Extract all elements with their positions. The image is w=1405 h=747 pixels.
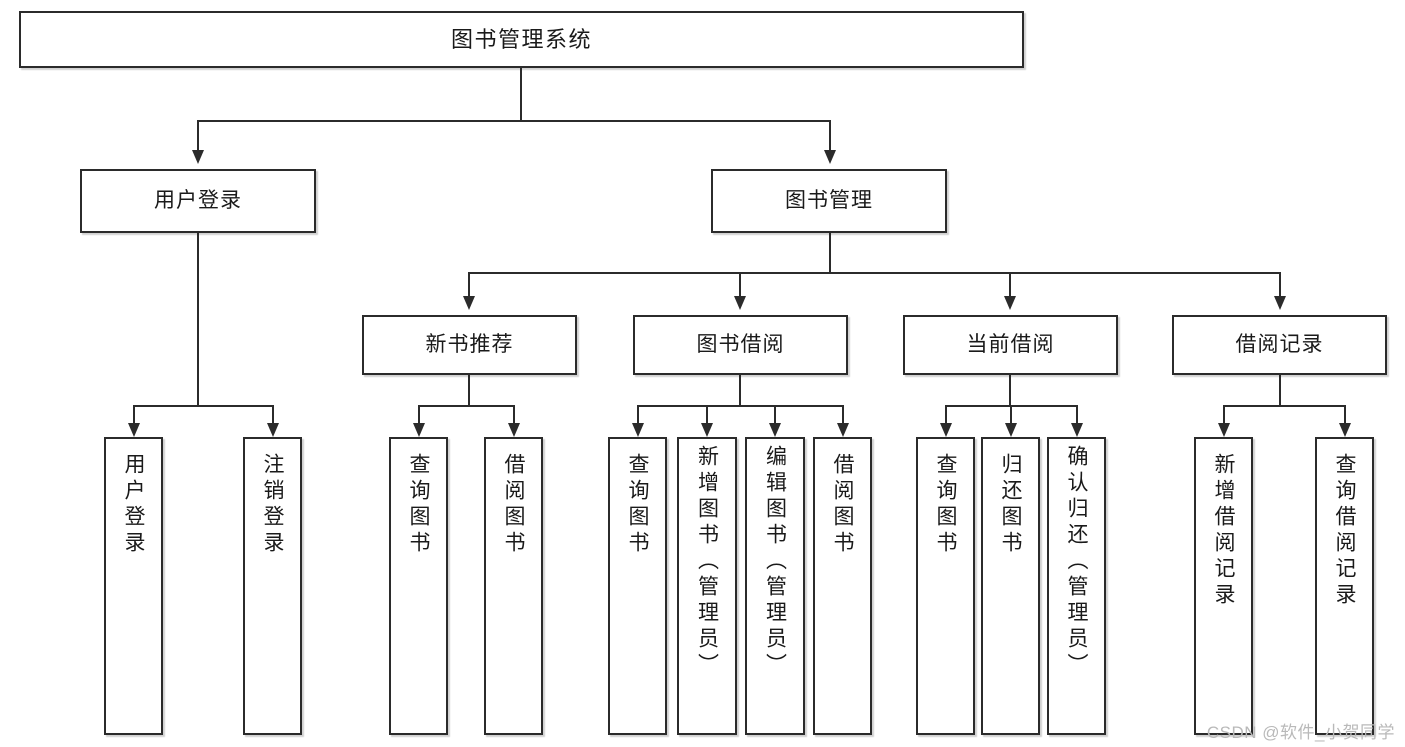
- connector-borrow-stem: [739, 375, 741, 405]
- connector-to-user-login: [197, 120, 199, 150]
- connector-newbook-stem: [468, 375, 470, 405]
- arrowhead-bookmgmt-child-4: [1274, 296, 1286, 310]
- arrowhead-record-child-2: [1339, 423, 1351, 437]
- connector-current-child-2: [1010, 405, 1012, 423]
- arrowhead-newbook-child-1: [413, 423, 425, 437]
- arrowhead-bookmgmt-child-2: [734, 296, 746, 310]
- node-label: 查询图书: [934, 453, 957, 557]
- connector-borrow-bus: [637, 405, 843, 407]
- arrowhead-record-child-1: [1218, 423, 1230, 437]
- arrowhead-userlogin-child-1: [128, 423, 140, 437]
- connector-userlogin-bus: [133, 405, 272, 407]
- node-label: 新增借阅记录: [1212, 453, 1235, 609]
- connector-borrow-child-4: [842, 405, 844, 423]
- arrowhead-borrow-child-1: [632, 423, 644, 437]
- connector-bookmgmt-child-3: [1009, 272, 1011, 296]
- leaf-borrow-edit-book-admin[interactable]: 编辑图书（管理员）: [745, 437, 805, 735]
- node-label: 借阅图书: [502, 453, 525, 557]
- connector-userlogin-stem: [197, 233, 199, 405]
- connector-record-bus: [1223, 405, 1344, 407]
- connector-bookmgmt-child-4: [1279, 272, 1281, 296]
- node-label: 新增图书（管理员）: [695, 445, 719, 679]
- leaf-borrow-add-book-admin[interactable]: 新增图书（管理员）: [677, 437, 737, 735]
- arrowhead-current-child-1: [940, 423, 952, 437]
- connector-root-bus: [197, 120, 831, 122]
- connector-userlogin-child-1: [133, 405, 135, 423]
- connector-bookmgmt-stem: [829, 233, 831, 272]
- node-book-management[interactable]: 图书管理: [711, 169, 947, 233]
- arrowhead-borrow-child-3: [769, 423, 781, 437]
- node-label: 用户登录: [154, 188, 242, 212]
- connector-bookmgmt-child-2: [739, 272, 741, 296]
- connector-borrow-child-2: [706, 405, 708, 423]
- node-user-login[interactable]: 用户登录: [80, 169, 316, 233]
- arrowhead-bookmgmt-child-3: [1004, 296, 1016, 310]
- node-label: 当前借阅: [966, 332, 1055, 356]
- connector-newbook-child-1: [418, 405, 420, 423]
- arrowhead-user-login: [192, 150, 204, 164]
- connector-current-child-1: [945, 405, 947, 423]
- leaf-borrow-borrow-book[interactable]: 借阅图书: [813, 437, 872, 735]
- connector-bookmgmt-bus: [468, 272, 1279, 274]
- connector-record-stem: [1279, 375, 1281, 405]
- connector-borrow-child-3: [774, 405, 776, 423]
- leaf-current-query-book[interactable]: 查询图书: [916, 437, 975, 735]
- connector-root-stem: [520, 68, 522, 120]
- node-label: 用户登录: [122, 453, 145, 557]
- node-book-borrow[interactable]: 图书借阅: [633, 315, 848, 375]
- connector-borrow-child-1: [637, 405, 639, 423]
- leaf-user-login-logout[interactable]: 注销登录: [243, 437, 302, 735]
- leaf-current-return-book[interactable]: 归还图书: [981, 437, 1040, 735]
- node-label: 查询图书: [407, 453, 430, 557]
- connector-current-child-3: [1076, 405, 1078, 423]
- node-label: 归还图书: [999, 453, 1022, 557]
- leaf-newbook-borrow-book[interactable]: 借阅图书: [484, 437, 543, 735]
- node-current-borrow[interactable]: 当前借阅: [903, 315, 1118, 375]
- node-new-book-recommend[interactable]: 新书推荐: [362, 315, 577, 375]
- leaf-newbook-query-book[interactable]: 查询图书: [389, 437, 448, 735]
- node-label: 查询图书: [626, 453, 649, 557]
- connector-record-child-2: [1344, 405, 1346, 423]
- node-label: 图书管理: [785, 188, 873, 212]
- node-label: 借阅图书: [831, 453, 854, 557]
- leaf-borrow-query-book[interactable]: 查询图书: [608, 437, 667, 735]
- leaf-user-login-login[interactable]: 用户登录: [104, 437, 163, 735]
- arrowhead-borrow-child-4: [837, 423, 849, 437]
- connector-newbook-child-2: [513, 405, 515, 423]
- connector-to-book-mgmt: [829, 120, 831, 150]
- node-label: 图书借阅: [696, 332, 785, 356]
- leaf-current-confirm-return-admin[interactable]: 确认归还（管理员）: [1047, 437, 1106, 735]
- connector-bookmgmt-child-1: [468, 272, 470, 296]
- node-label: 注销登录: [261, 453, 284, 557]
- connector-userlogin-child-2: [272, 405, 274, 423]
- arrowhead-book-mgmt: [824, 150, 836, 164]
- node-label: 借阅记录: [1235, 332, 1324, 356]
- connector-current-stem: [1009, 375, 1011, 405]
- leaf-record-query-record[interactable]: 查询借阅记录: [1315, 437, 1374, 735]
- node-borrow-record[interactable]: 借阅记录: [1172, 315, 1387, 375]
- arrowhead-bookmgmt-child-1: [463, 296, 475, 310]
- arrowhead-newbook-child-2: [508, 423, 520, 437]
- node-label: 确认归还（管理员）: [1065, 445, 1088, 679]
- node-label: 编辑图书（管理员）: [763, 445, 787, 679]
- arrowhead-userlogin-child-2: [267, 423, 279, 437]
- node-label: 新书推荐: [425, 332, 514, 356]
- arrowhead-borrow-child-2: [701, 423, 713, 437]
- leaf-record-add-record[interactable]: 新增借阅记录: [1194, 437, 1253, 735]
- arrowhead-current-child-2: [1005, 423, 1017, 437]
- node-root-system[interactable]: 图书管理系统: [19, 11, 1024, 68]
- arrowhead-current-child-3: [1071, 423, 1083, 437]
- node-label: 图书管理系统: [450, 26, 592, 52]
- connector-record-child-1: [1223, 405, 1225, 423]
- node-label: 查询借阅记录: [1333, 453, 1356, 609]
- connector-newbook-bus: [418, 405, 514, 407]
